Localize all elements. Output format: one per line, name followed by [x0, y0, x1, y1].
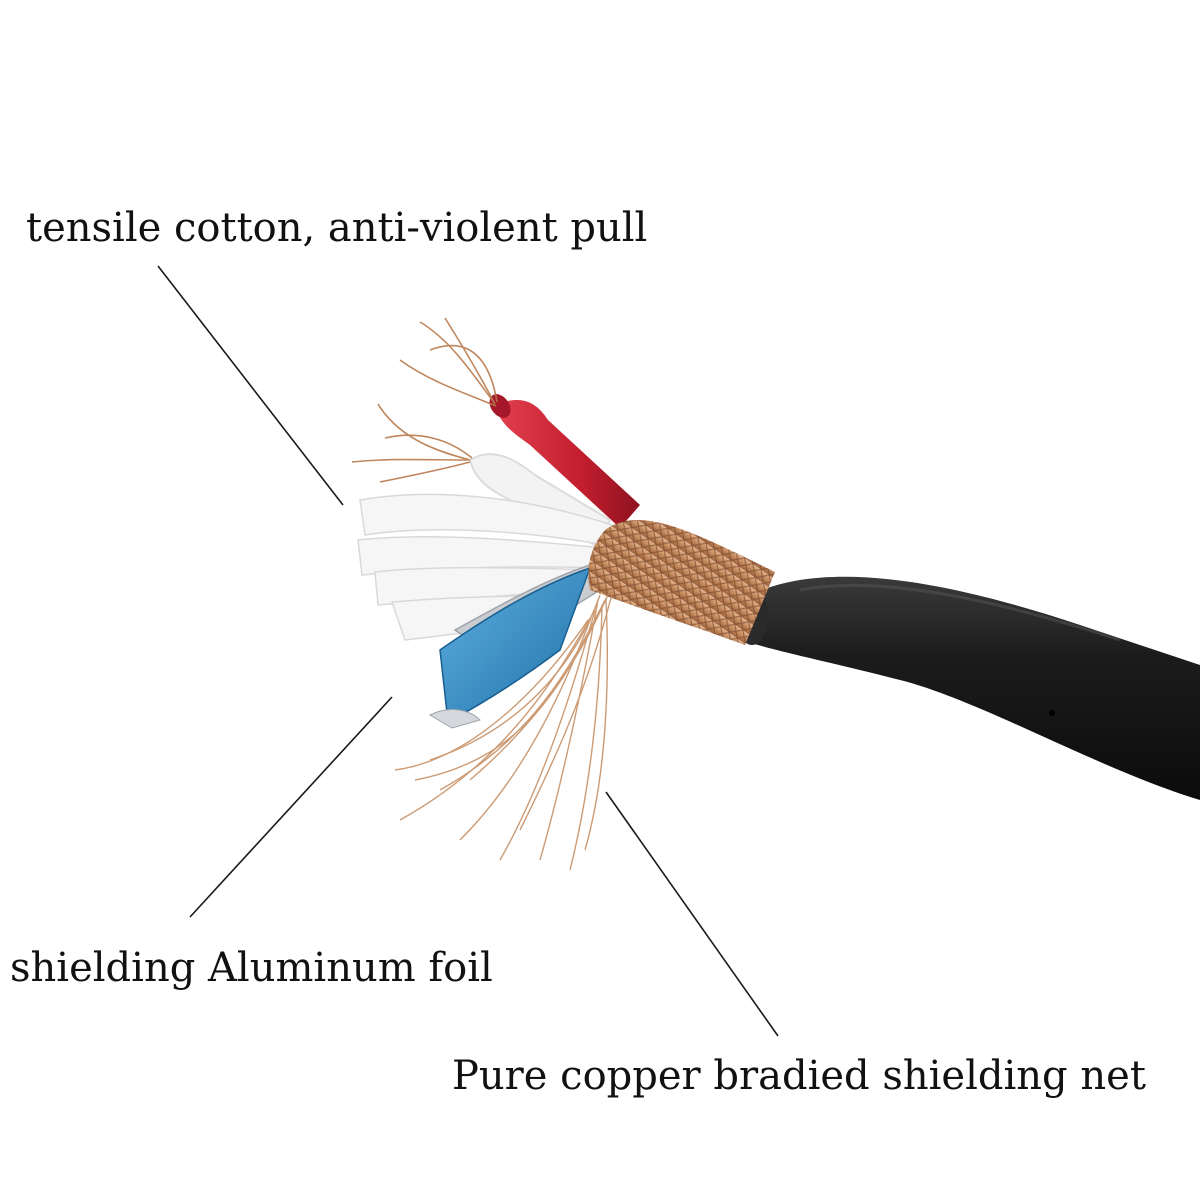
leader-line-copper-net	[605, 791, 779, 1037]
conductor-strands	[351, 317, 498, 483]
loose-braid-wires	[394, 589, 613, 871]
label-copper-net: Pure copper bradied shielding net	[452, 1053, 1146, 1099]
leader-line-aluminum-foil	[189, 696, 393, 918]
cable-jacket	[736, 576, 1200, 800]
label-tensile-cotton: tensile cotton, anti-violent pull	[26, 205, 648, 251]
aluminum-foil-shield	[428, 564, 601, 729]
leader-lines	[157, 265, 779, 1037]
red-conductor	[489, 394, 640, 528]
label-aluminum-foil: shielding Aluminum foil	[10, 945, 493, 991]
leader-line-tensile-cotton	[157, 265, 344, 506]
copper-braid-shield	[588, 520, 775, 645]
